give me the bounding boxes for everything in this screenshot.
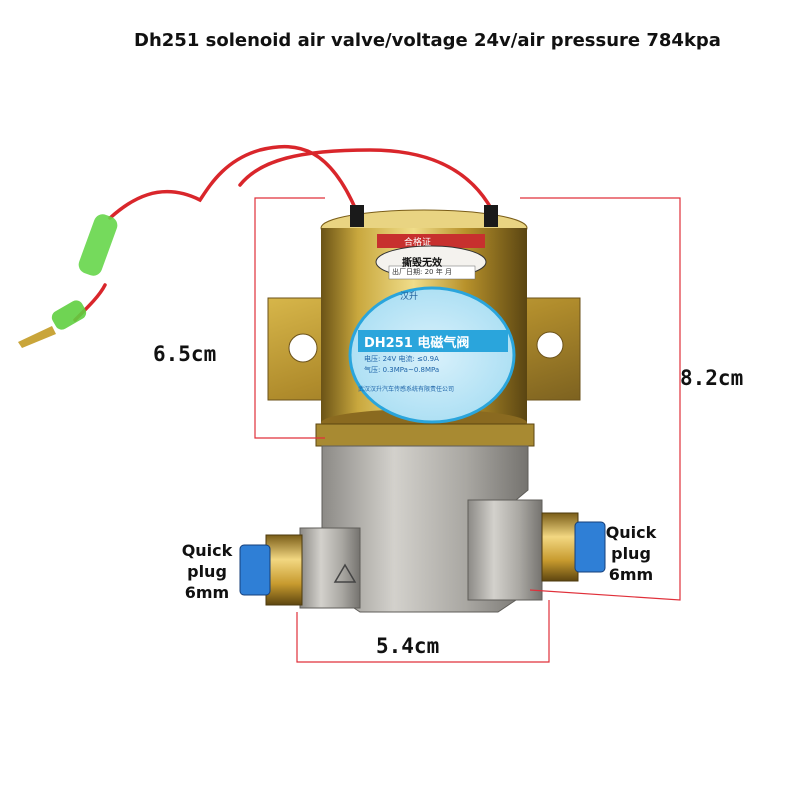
quick-plug-left-label: Quick plug 6mm — [170, 540, 244, 603]
qc-top: 合格证 — [404, 238, 432, 248]
quick-plug-right-line3: 6mm — [608, 565, 654, 584]
quick-plug-right-label: Quick plug 6mm — [600, 522, 662, 585]
quick-plug-right-line1: Quick — [605, 523, 657, 542]
brand-text: 汉升 — [400, 292, 419, 302]
green-connector — [18, 214, 118, 348]
qc-middle: 撕毁无效 — [402, 258, 442, 269]
qc-sticker — [375, 234, 487, 280]
maker-text: 武汉汉升汽车传感系统有限责任公司 — [358, 386, 455, 393]
valve-body — [299, 445, 543, 613]
right-fitting — [541, 512, 606, 582]
dimension-lines — [254, 197, 681, 663]
quick-plug-left-line2: plug — [187, 562, 227, 581]
spec-line-1: 电压: 24V 电流: ≤0.9A — [364, 355, 439, 363]
spec-line-2: 气压: 0.3MPa~0.8MPa — [364, 366, 440, 374]
quick-plug-left-line3: 6mm — [184, 583, 230, 602]
width-dimension: 5.4cm — [376, 634, 440, 658]
model-text: DH251 电磁气阀 — [364, 336, 470, 351]
product-label — [348, 286, 516, 424]
height-body-dimension: 6.5cm — [153, 342, 217, 366]
product-title: Dh251 solenoid air valve/voltage 24v/air… — [134, 30, 721, 51]
height-total-dimension: 8.2cm — [680, 366, 744, 390]
qc-bottom: 出厂日期: 20 年 月 — [392, 268, 452, 276]
quick-plug-right-line2: plug — [611, 544, 651, 563]
coil-flange — [315, 423, 535, 447]
left-fitting — [239, 534, 303, 606]
quick-plug-left-line1: Quick — [181, 541, 233, 560]
